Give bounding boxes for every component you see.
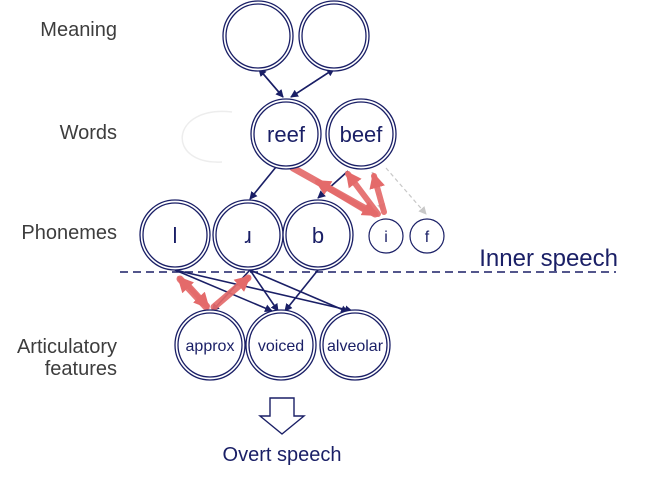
- level-label-features: features: [45, 358, 117, 380]
- arrow-reef-meaning1: [258, 68, 284, 98]
- phoneme-node-f: f: [409, 218, 445, 254]
- feature-node-approx: approx: [174, 309, 246, 381]
- faint-arc: [181, 110, 233, 163]
- word-label-beef: beef: [340, 122, 384, 147]
- phoneme-node-i: i: [368, 218, 404, 254]
- arrow-reef-to-r: [249, 166, 277, 200]
- red-arrow-l-to-approx: [183, 280, 210, 309]
- phoneme-label-b: b: [312, 223, 324, 248]
- inner-speech-label: Inner speech: [479, 245, 618, 272]
- arrow-reef-meaning2: [290, 68, 335, 98]
- arrow-beef-to-f-faint: [385, 167, 427, 215]
- meaning-node-2: [298, 0, 370, 72]
- phoneme-label-f: f: [425, 229, 430, 246]
- phoneme-label-l: l: [173, 223, 178, 248]
- meaning-node-1: [222, 0, 294, 72]
- red-arrow-i-to-reef: [314, 179, 368, 213]
- level-label-words: Words: [60, 122, 117, 144]
- red-arrow-approx-to-r: [210, 274, 252, 311]
- level-label-phonemes: Phonemes: [21, 222, 117, 244]
- overt-speech-label: Overt speech: [223, 444, 342, 466]
- level-label-articulatory: Articulatory: [17, 336, 117, 358]
- level-label-meaning: Meaning: [40, 19, 117, 41]
- word-node-beef: beef: [325, 98, 397, 170]
- red-arrow-i-to-beef-b: [369, 172, 387, 215]
- feature-node-alveolar: alveolar: [319, 309, 391, 381]
- arrow-r-to-voiced: [249, 269, 279, 312]
- word-label-reef: reef: [267, 122, 306, 147]
- phoneme-node-r: ɹ: [212, 199, 284, 271]
- arrow-b-to-voiced: [284, 269, 319, 312]
- feature-node-voiced: voiced: [245, 309, 317, 381]
- phoneme-node-l: l: [139, 199, 211, 271]
- feature-label-alveolar: alveolar: [327, 338, 384, 355]
- feature-label-voiced: voiced: [258, 338, 304, 355]
- phoneme-label-r: ɹ: [244, 223, 251, 248]
- phoneme-node-b: b: [282, 199, 354, 271]
- feature-label-approx: approx: [186, 338, 235, 355]
- phoneme-label-i: i: [384, 229, 388, 246]
- overt-speech-arrow-icon: [258, 397, 306, 435]
- word-node-reef: reef: [250, 98, 322, 170]
- arrow-r-to-alveolar: [249, 269, 349, 313]
- red-arrow-i-to-beef-a: [345, 170, 381, 217]
